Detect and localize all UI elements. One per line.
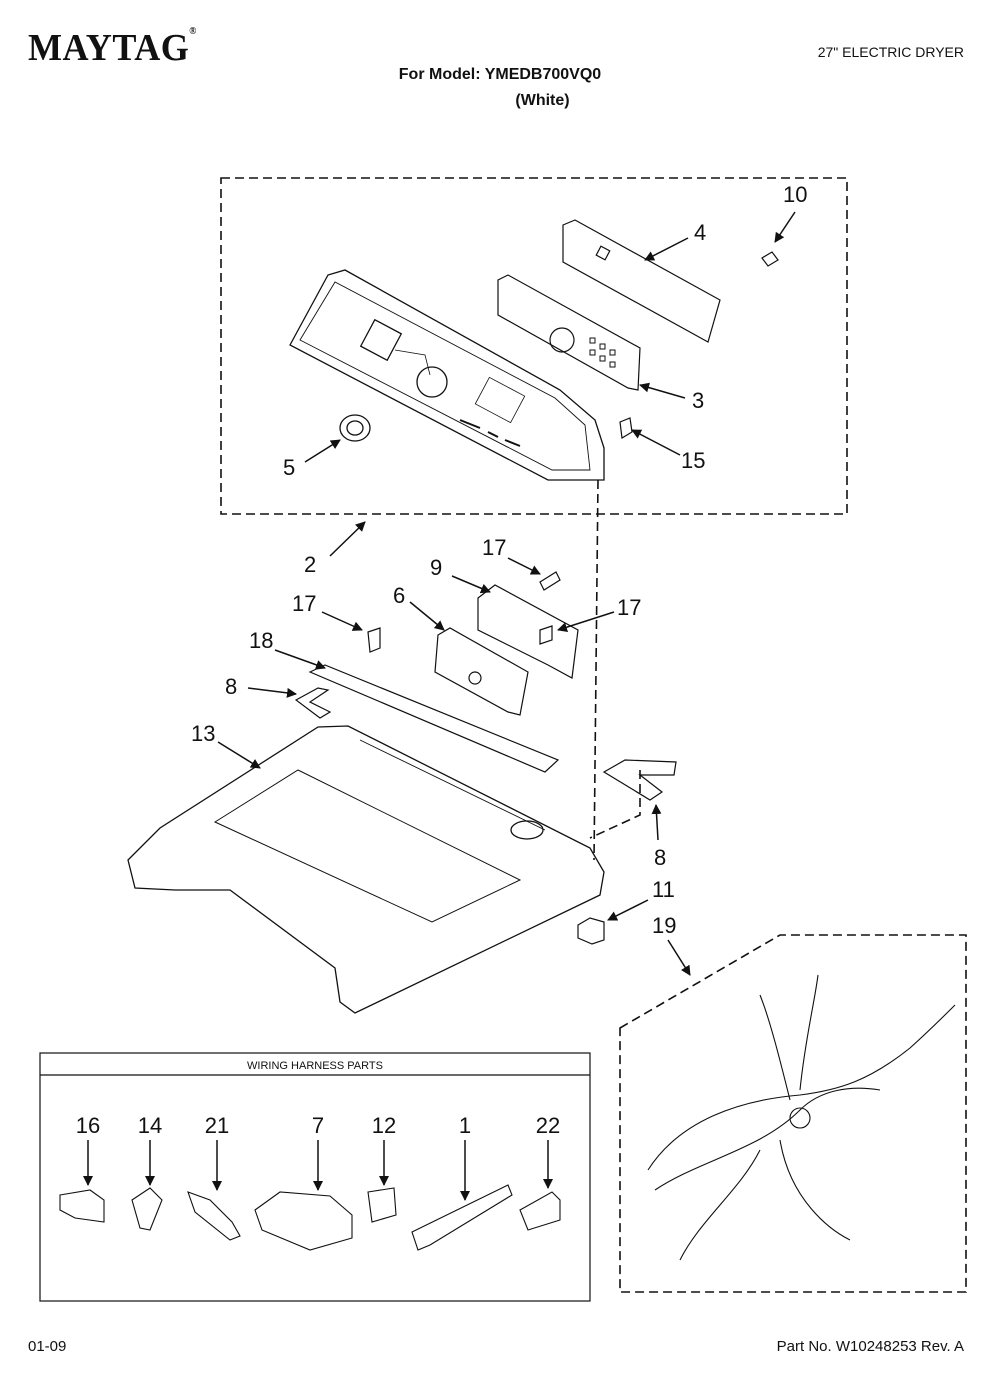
leader-13	[217, 741, 261, 769]
leader-8b	[651, 804, 662, 841]
console-support-rail	[308, 664, 560, 773]
wiring-part-16: 16	[76, 1113, 100, 1138]
leader-10	[774, 211, 796, 243]
revision-date: 01-09	[28, 1338, 67, 1355]
callout-10: 10	[783, 182, 807, 207]
console-knob	[339, 414, 371, 442]
wiring-part-12: 12	[372, 1113, 396, 1138]
leader-8a	[247, 687, 297, 698]
wiring-parts-box	[39, 1052, 591, 1302]
harness-assembly-boundary	[619, 934, 967, 1293]
callout-18: 18	[249, 628, 273, 653]
part-number: Part No. W10248253 Rev. A	[776, 1338, 964, 1355]
callout-15: 15	[681, 448, 705, 473]
console-mounting-screw	[619, 417, 633, 439]
brand-logo: MAYTAG®	[28, 26, 197, 70]
leader-9	[451, 575, 491, 594]
console-assembly-boundary	[220, 177, 848, 515]
leader-17a	[507, 557, 541, 575]
callout-4: 4	[694, 220, 706, 245]
leader-17b	[321, 611, 363, 631]
callout-8-right: 8	[654, 845, 666, 870]
leader-3	[639, 382, 686, 399]
user-interface-board	[497, 274, 641, 391]
leader-5	[304, 439, 341, 463]
callout-9: 9	[430, 555, 442, 580]
console-panel	[289, 269, 605, 481]
model-line: For Model: YMEDB700VQ0	[398, 66, 602, 83]
leader-17c	[557, 611, 615, 633]
leader-4	[644, 237, 689, 261]
wiring-part-icons	[59, 1184, 561, 1251]
callout-13: 13	[191, 721, 215, 746]
trademark-mark: ®	[189, 26, 197, 37]
leveling-foot	[577, 917, 605, 945]
callout-17-right: 17	[617, 595, 641, 620]
wiring-part-22: 22	[536, 1113, 560, 1138]
wiring-part-1: 1	[459, 1113, 471, 1138]
console-screw	[761, 251, 779, 267]
console-back-panel	[562, 219, 721, 343]
foam-seal-right	[602, 759, 677, 801]
leader-15	[631, 429, 681, 456]
product-type: 27" ELECTRIC DRYER	[817, 44, 964, 60]
leader-2	[329, 521, 366, 557]
wiring-part-7: 7	[312, 1113, 324, 1138]
callout-3: 3	[692, 388, 704, 413]
callout-11: 11	[652, 877, 675, 902]
callout-2: 2	[304, 552, 316, 577]
leader-18	[274, 649, 326, 670]
console-mount-guide-line	[593, 479, 599, 861]
electronic-control-board	[434, 627, 529, 716]
callout-5: 5	[283, 455, 295, 480]
callout-6: 6	[393, 583, 405, 608]
wiring-parts-title: WIRING HARNESS PARTS	[247, 1060, 383, 1072]
control-board-bracket	[477, 584, 579, 679]
leader-19	[667, 939, 691, 976]
callout-19: 19	[652, 913, 676, 938]
wiring-part-14: 14	[138, 1113, 162, 1138]
wiring-part-21: 21	[205, 1113, 229, 1138]
callout-17-top: 17	[482, 535, 506, 560]
leader-6	[409, 601, 445, 631]
top-panel	[127, 725, 605, 1014]
handle-guide-line	[589, 770, 641, 839]
leader-11	[607, 899, 649, 921]
bracket-screws	[367, 571, 561, 653]
wire-harness	[647, 974, 956, 1261]
color-line: (White)	[515, 92, 570, 109]
foam-seal-left	[294, 687, 332, 719]
callout-17-left: 17	[292, 591, 316, 616]
callout-8-left: 8	[225, 674, 237, 699]
brand-name: MAYTAG	[28, 27, 190, 69]
